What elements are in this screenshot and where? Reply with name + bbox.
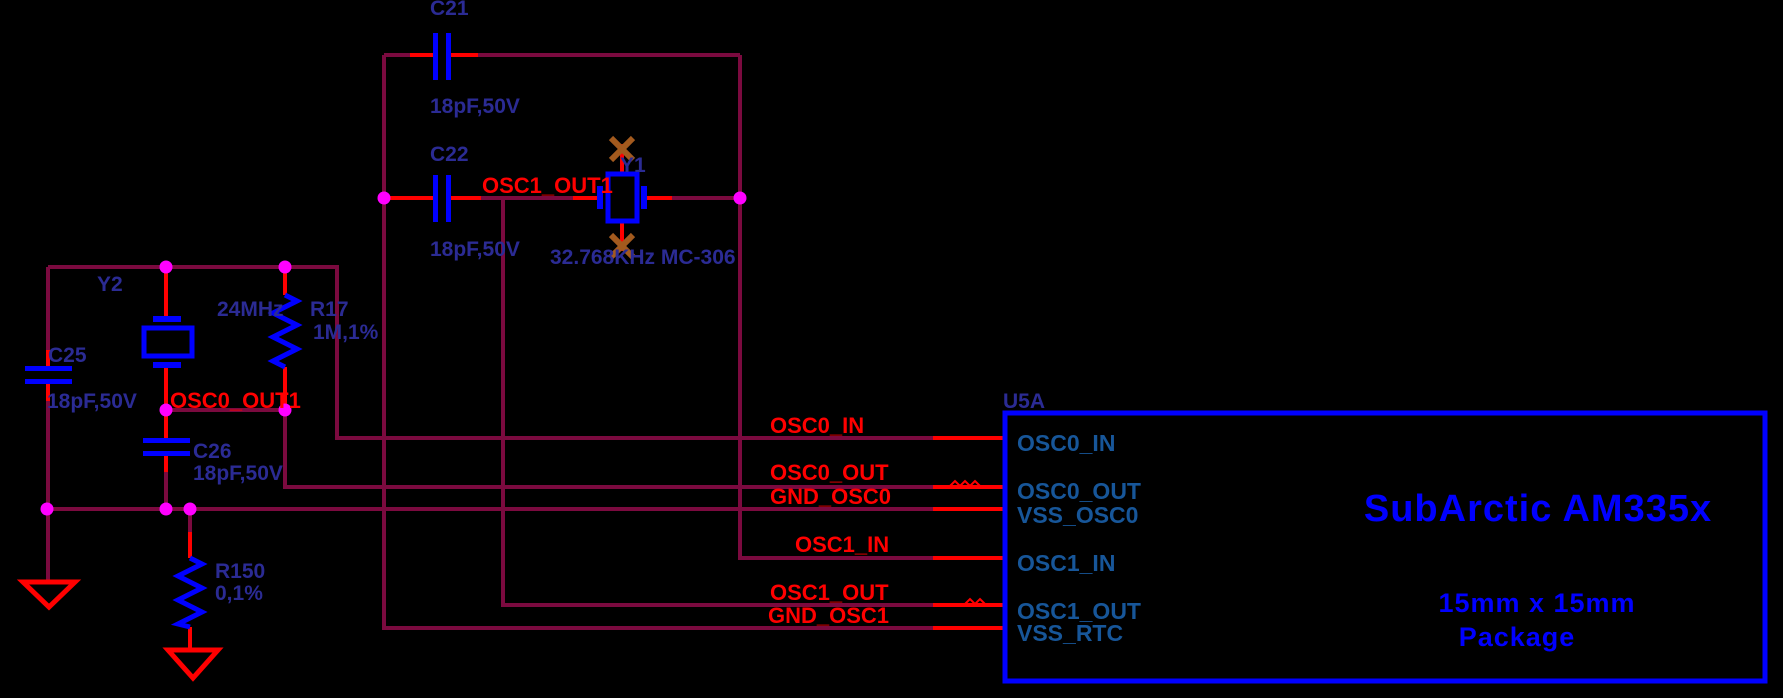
c25-ref-label: C25 — [48, 344, 87, 367]
net-label-osc0-out1: OSC0_OUT1 — [170, 388, 301, 413]
capacitor-c22 — [433, 175, 451, 222]
no-connect-icon-top — [608, 135, 636, 163]
y2-ref-label: Y2 — [97, 273, 123, 296]
net-label-osc1-in: OSC1_IN — [795, 532, 889, 557]
wire-osc0-in — [48, 265, 1005, 440]
junction-dots — [40, 191, 747, 516]
c26-ref-label: C26 — [193, 440, 232, 463]
junction-dot — [159, 403, 173, 417]
junction-dot — [159, 260, 173, 274]
r17-value-label: 1M,1% — [313, 321, 379, 344]
junction-dot — [159, 502, 173, 516]
crystal-y2 — [141, 316, 195, 368]
pin-number-mark-osc1-out — [964, 597, 986, 606]
y1-electrode-right — [641, 186, 647, 209]
c21-plate-right — [446, 33, 451, 80]
ground-symbol-2 — [162, 647, 224, 682]
component-labels: C21 18pF,50V C22 18pF,50V Y1 32.768KHz M… — [47, 0, 736, 605]
ic-pin-osc1-in: OSC1_IN — [1017, 550, 1115, 576]
junction-dot — [377, 191, 391, 205]
c25-plate-top — [25, 366, 72, 371]
ic-u5a: U5A SubArctic AM335x 15mm x 15mm Package… — [1002, 390, 1768, 684]
ic-pin-names: OSC0_IN OSC0_OUT VSS_OSC0 OSC1_IN OSC1_O… — [1017, 430, 1141, 646]
r150-ref-label: R150 — [215, 560, 265, 583]
c26-value-label: 18pF,50V — [193, 462, 283, 485]
y1-value-label: 32.768KHz MC-306 — [550, 246, 736, 269]
capacitor-c21 — [433, 33, 451, 80]
y2-electrode-bottom — [153, 362, 181, 368]
ic-body — [1002, 410, 1768, 684]
c25-plate-bottom — [25, 379, 72, 384]
ic-pin-osc0-in: OSC0_IN — [1017, 430, 1115, 456]
c26-plate-top — [143, 438, 190, 443]
resistor-r17 — [267, 292, 303, 370]
y1-ref-label: Y1 — [620, 154, 646, 177]
y2-value-label: 24MHz — [217, 298, 284, 321]
pin-number-mark-osc0-out — [949, 479, 981, 488]
r17-ref-label: R17 — [310, 298, 349, 321]
c21-plate-left — [433, 33, 438, 80]
net-label-osc1-out1: OSC1_OUT1 — [482, 173, 613, 198]
ic-title: SubArctic AM335x — [1364, 488, 1712, 530]
c25-value-label: 18pF,50V — [47, 390, 137, 413]
ic-pin-vss-osc0: VSS_OSC0 — [1017, 502, 1138, 528]
junction-dot — [183, 502, 197, 516]
net-label-osc0-out: OSC0_OUT — [770, 460, 889, 485]
y2-electrode-top — [153, 316, 181, 322]
net-label-osc0-in: OSC0_IN — [770, 413, 864, 438]
wire-gnd-osc1 — [382, 53, 1005, 630]
net-label-gnd-osc0: GND_OSC0 — [770, 484, 891, 509]
ground-symbol-1 — [16, 579, 82, 611]
net-labels: OSC1_OUT1 OSC0_OUT1 OSC0_IN OSC0_OUT GND… — [170, 173, 891, 628]
y1-electrode-left — [597, 186, 603, 209]
net-label-gnd-osc1: GND_OSC1 — [768, 603, 889, 628]
crystal-y1 — [597, 171, 647, 224]
ic-package-line1: 15mm x 15mm — [1438, 588, 1635, 618]
junction-dot — [278, 260, 292, 274]
c22-plate-right — [446, 175, 451, 222]
ic-pin-vss-rtc: VSS_RTC — [1017, 620, 1123, 646]
c21-value-label: 18pF,50V — [430, 95, 520, 118]
c22-plate-left — [433, 175, 438, 222]
pinwire-u5a — [933, 436, 1005, 630]
junction-dot — [40, 502, 54, 516]
resistor-r150 — [170, 555, 208, 630]
c21-ref-label: C21 — [430, 0, 469, 20]
y2-body — [141, 325, 195, 359]
ic-pin-osc0-out: OSC0_OUT — [1017, 478, 1141, 504]
ic-package-line2: Package — [1459, 622, 1576, 652]
ic-ref: U5A — [1003, 390, 1045, 413]
c22-ref-label: C22 — [430, 143, 469, 166]
c22-value-label: 18pF,50V — [430, 238, 520, 261]
ic-pin-osc1-out: OSC1_OUT — [1017, 598, 1141, 624]
junction-dot — [733, 191, 747, 205]
no-connect-icon-bottom — [608, 232, 636, 260]
wire-osc0-out — [283, 410, 1005, 489]
wire-osc1-in — [449, 53, 1005, 560]
y1-body — [605, 171, 640, 224]
capacitor-c25 — [25, 366, 72, 384]
net-label-osc1-out: OSC1_OUT — [770, 580, 889, 605]
r150-value-label: 0,1% — [215, 582, 263, 605]
pin-wires — [46, 53, 1005, 650]
c26-plate-bottom — [143, 451, 190, 456]
junction-dot — [278, 403, 292, 417]
capacitor-c26 — [143, 438, 190, 456]
